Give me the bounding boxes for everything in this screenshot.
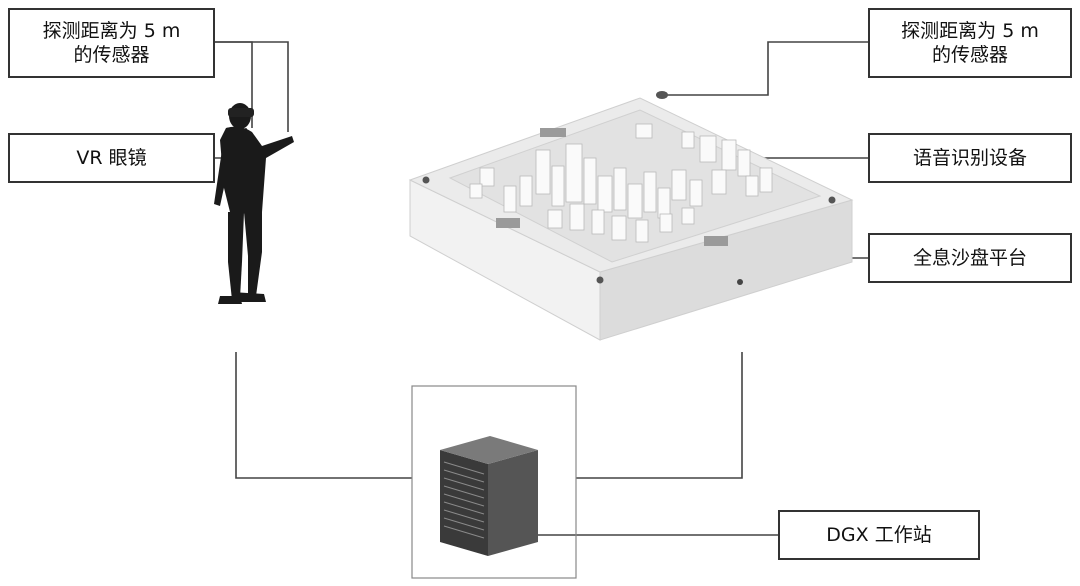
label-holographic-platform: 全息沙盘平台: [868, 233, 1072, 283]
label-voice-recognition: 语音识别设备: [868, 133, 1072, 183]
connector-person-to-server: [235, 352, 412, 479]
label-vr-glasses: VR 眼镜: [8, 133, 215, 183]
label-sensor-right: 探测距离为 5 m 的传感器: [868, 8, 1072, 78]
holographic-sandtable-icon: [408, 91, 854, 341]
city-buildings: [469, 123, 773, 243]
label-sensor-left: 探测距离为 5 m 的传感器: [8, 8, 215, 78]
platform-pad-left: [496, 218, 520, 228]
label-vr-glasses-text: VR 眼镜: [76, 147, 147, 169]
server-tower-icon: [411, 385, 577, 579]
label-holographic-platform-text: 全息沙盘平台: [912, 247, 1027, 269]
label-sensor-right-line1: 探测距离为 5 m: [901, 20, 1039, 42]
server-front: [440, 450, 488, 556]
connector-right-sensor: [664, 41, 868, 96]
connector-platform-to-server: [576, 352, 743, 479]
server-frame: [411, 385, 577, 579]
platform-bolt-right: [828, 196, 836, 204]
label-sensor-right-line2: 的传感器: [931, 44, 1008, 66]
platform-bolt-front: [596, 276, 604, 284]
label-sensor-left-line1: 探测距离为 5 m: [42, 20, 181, 42]
platform-pad-front: [704, 236, 728, 246]
connector-left-sensor-2: [215, 41, 289, 132]
label-dgx-workstation: DGX 工作站: [778, 510, 980, 560]
platform-pad-top: [540, 128, 566, 137]
platform-bolt-left: [422, 176, 430, 184]
label-sensor-left-line2: 的传感器: [73, 44, 150, 66]
platform-indicator-dot: [737, 279, 743, 285]
person-vr-user-icon: [214, 103, 294, 304]
sensor-device-icon: [656, 91, 668, 99]
server-vents: [443, 461, 485, 539]
server-top: [440, 436, 538, 464]
label-voice-recognition-text: 语音识别设备: [912, 147, 1027, 169]
server-side: [488, 450, 538, 556]
label-dgx-workstation-text: DGX 工作站: [826, 524, 932, 546]
